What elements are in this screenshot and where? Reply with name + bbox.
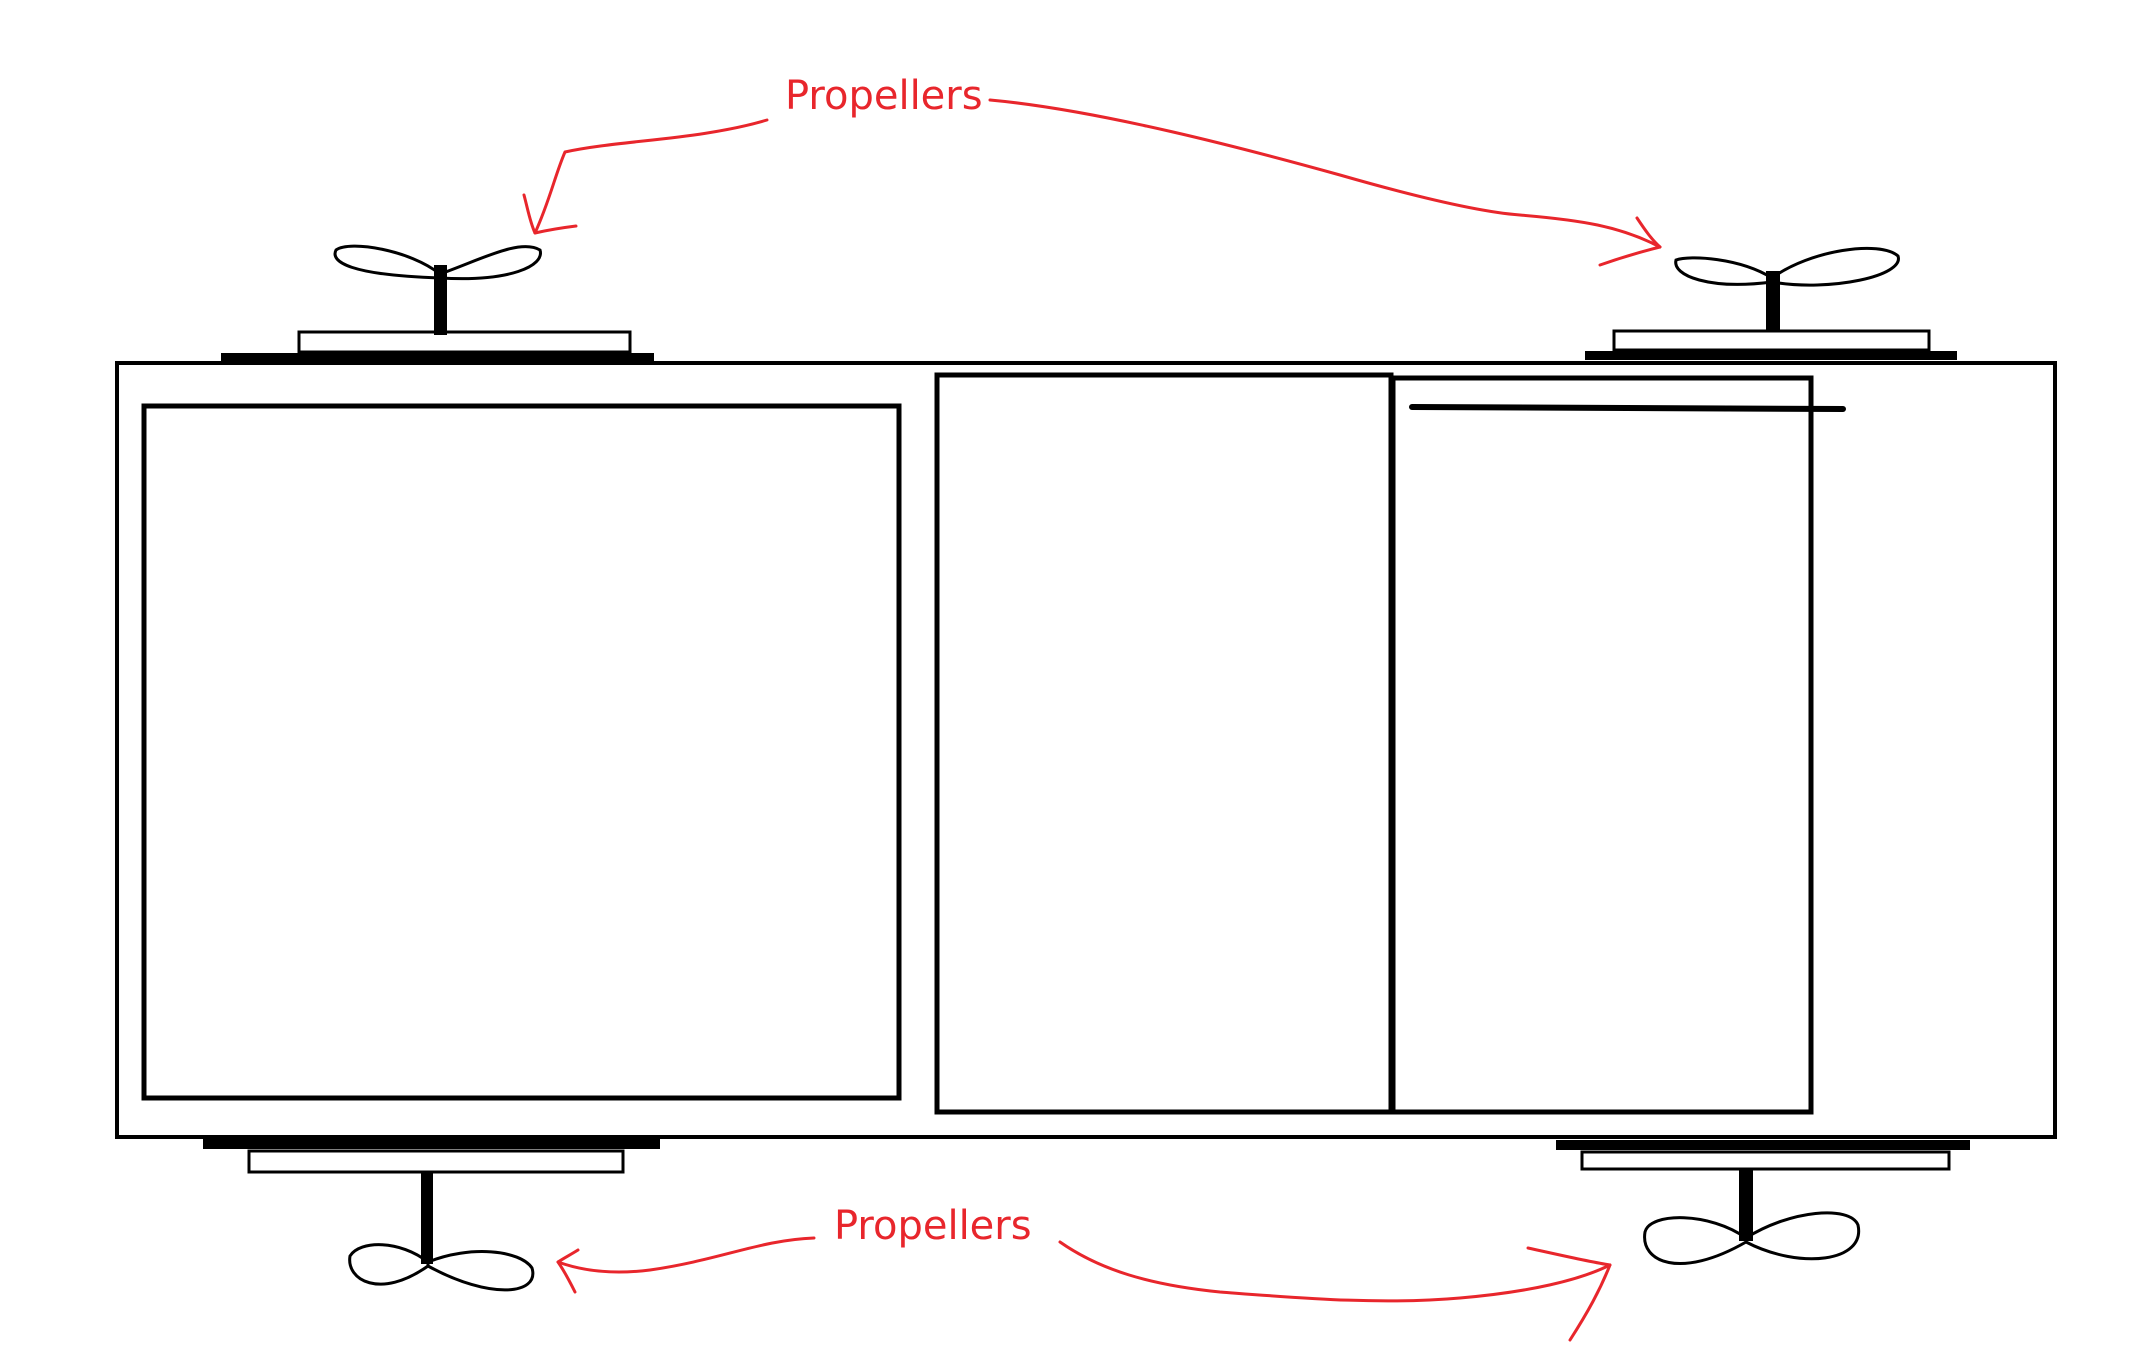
propeller-icon <box>1674 246 1900 287</box>
vehicle-body <box>115 361 2057 1139</box>
propeller-icon <box>1643 1211 1861 1265</box>
arrowhead-icon <box>1598 216 1662 267</box>
arrow-icon <box>988 98 1662 249</box>
mount-base <box>221 353 654 362</box>
arrow-icon <box>533 118 769 235</box>
mount-plate <box>1612 329 1931 352</box>
mount-base <box>1585 351 1957 360</box>
arrow-icon <box>1058 1240 1612 1303</box>
middle-compartment <box>934 372 1394 1115</box>
motor-mount-bottom-left <box>203 1137 660 1292</box>
right-compartment <box>1390 375 1814 1115</box>
label-top: Propellers <box>785 73 983 119</box>
arrowhead-icon <box>1526 1246 1612 1342</box>
propeller-shaft <box>1766 271 1780 331</box>
label-bottom: Propellers <box>834 1203 1032 1249</box>
propeller-shaft <box>421 1173 433 1264</box>
mount-plate <box>247 1149 625 1174</box>
arrowhead-icon <box>556 1248 580 1294</box>
arrow-icon <box>556 1236 816 1274</box>
annotation-arrows <box>522 98 1662 1342</box>
motor-mount-bottom-right <box>1556 1140 1970 1265</box>
propeller-icon <box>333 244 542 281</box>
mount-base <box>203 1137 660 1149</box>
arrowhead-icon <box>522 193 578 235</box>
mount-plate <box>297 330 632 354</box>
mount-plate <box>1580 1150 1951 1171</box>
right-compartment-top-bar <box>1409 404 1846 412</box>
motor-mount-top-left <box>221 244 654 362</box>
motor-mount-top-right <box>1585 246 1957 360</box>
left-compartment <box>141 403 902 1101</box>
mount-base <box>1556 1140 1970 1150</box>
propeller-icon <box>348 1243 535 1292</box>
propeller-shaft <box>434 265 447 335</box>
body-outline <box>115 361 2057 1139</box>
propeller-shaft <box>1739 1169 1753 1241</box>
